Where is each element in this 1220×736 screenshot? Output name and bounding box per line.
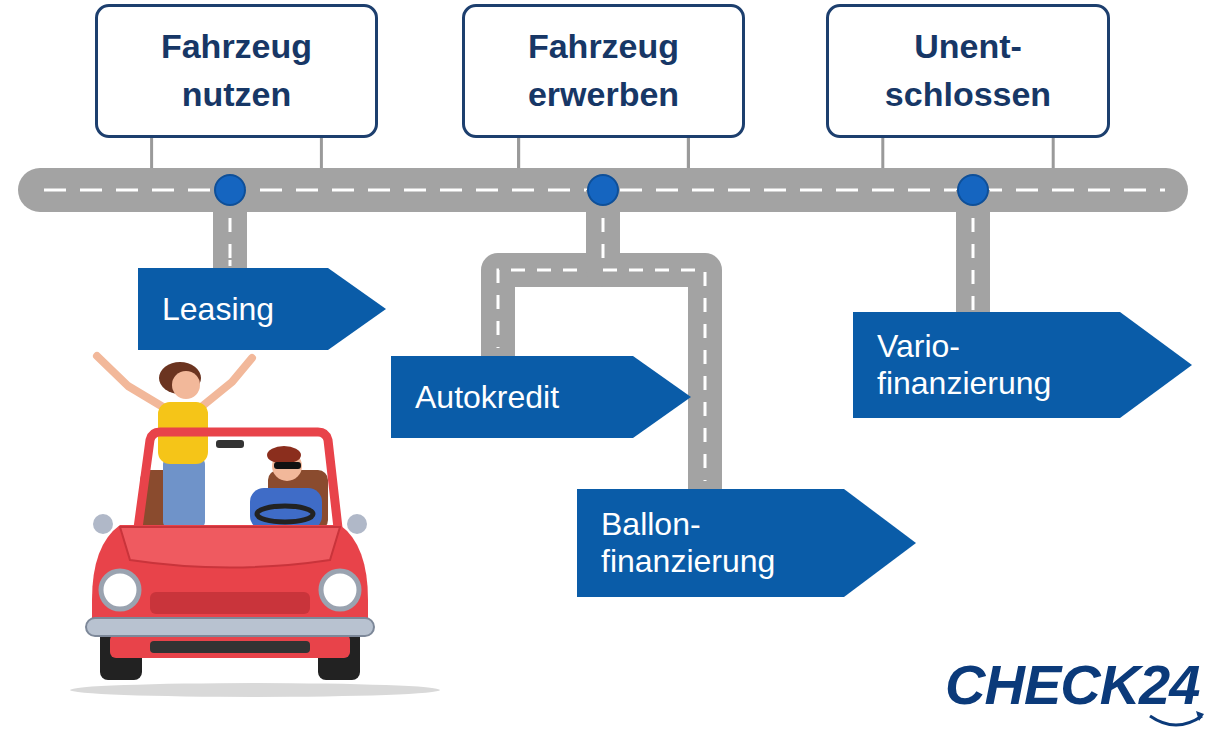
option-text: Autokredit [391,379,623,416]
sunglasses [274,462,301,469]
woman-arm [97,356,168,410]
sign-box: Fahrzeug erwerben [462,4,745,138]
car-shadow [70,683,440,697]
car-hood [120,527,340,568]
sign-box: Fahrzeug nutzen [95,4,378,138]
road-marking [229,218,232,268]
option-arrow: Ballon- finanzierung [577,489,916,597]
branch-road [956,190,990,312]
windshield-frame [138,432,338,528]
sign-post [687,138,690,168]
arrow-fill [391,356,691,438]
junction-dot [958,175,988,205]
side-mirror [347,514,367,534]
sign-text: Fahrzeug nutzen [107,23,366,118]
arrow-fill [138,268,386,350]
junction-dot [215,175,245,205]
road-connector [883,138,1053,312]
option-text: Leasing [138,291,318,328]
car-body [92,525,368,625]
side-mirror [93,514,113,534]
junction-dot [588,175,618,205]
option-arrow: Vario- finanzierung [853,312,1192,418]
sign-text: Unent- schlossen [838,23,1098,118]
sign-post [320,138,323,168]
sign-post [1052,138,1055,168]
man-shirt [250,488,322,530]
rear-mirror [216,440,244,448]
sign-post [881,138,884,168]
option-arrow: Leasing [138,268,386,350]
man-hair [267,446,301,464]
logo-arc [1150,716,1202,725]
headlight [101,571,139,609]
option-text: Vario- finanzierung [853,328,1110,402]
car-lower-body [110,634,350,658]
option-arrow: Autokredit [391,356,691,438]
car-grill [150,592,310,614]
road-connector [152,138,322,268]
car-illustration [70,356,440,697]
main-road [18,168,1188,212]
car-intake [150,641,310,653]
headlight [321,571,359,609]
sign-post [517,138,520,168]
arrow-fill [577,489,916,597]
sign-post [517,138,520,168]
branch-road [603,190,705,489]
woman-jeans [163,458,205,528]
woman-head [172,371,200,399]
sign-post [687,138,690,168]
road-marking [972,218,975,312]
brand-logo: CHECK24 [945,652,1199,717]
option-text: Ballon- finanzierung [577,506,834,580]
sign-text: Fahrzeug erwerben [474,23,733,118]
sign-post [150,138,153,168]
woman-arm [200,358,252,408]
road-marking [603,218,705,481]
steering-wheel [257,506,313,522]
car-bumper [86,618,374,636]
sign-box: Unent- schlossen [826,4,1110,138]
arrow-fill [853,312,1192,418]
